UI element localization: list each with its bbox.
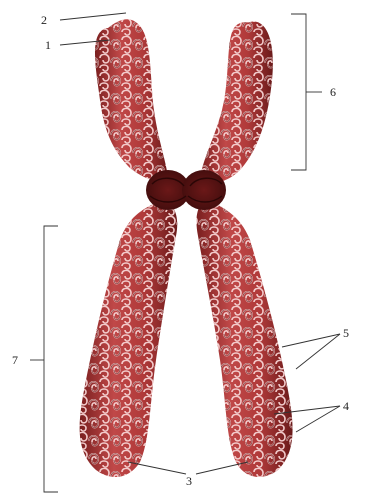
label-6: 6 <box>330 85 336 99</box>
right-upper-arm <box>200 22 273 184</box>
label-5: 5 <box>343 326 349 340</box>
bracket-6 <box>291 14 322 170</box>
bracket-7 <box>30 226 58 492</box>
left-lower-arm <box>80 200 178 477</box>
label-1: 1 <box>45 38 51 52</box>
label-2: 2 <box>41 13 47 27</box>
label-4: 4 <box>343 399 349 413</box>
label-3: 3 <box>186 474 192 488</box>
left-upper-arm <box>95 19 168 181</box>
right-lower-arm <box>196 200 292 477</box>
centromere <box>146 170 226 210</box>
label-7: 7 <box>12 353 18 367</box>
